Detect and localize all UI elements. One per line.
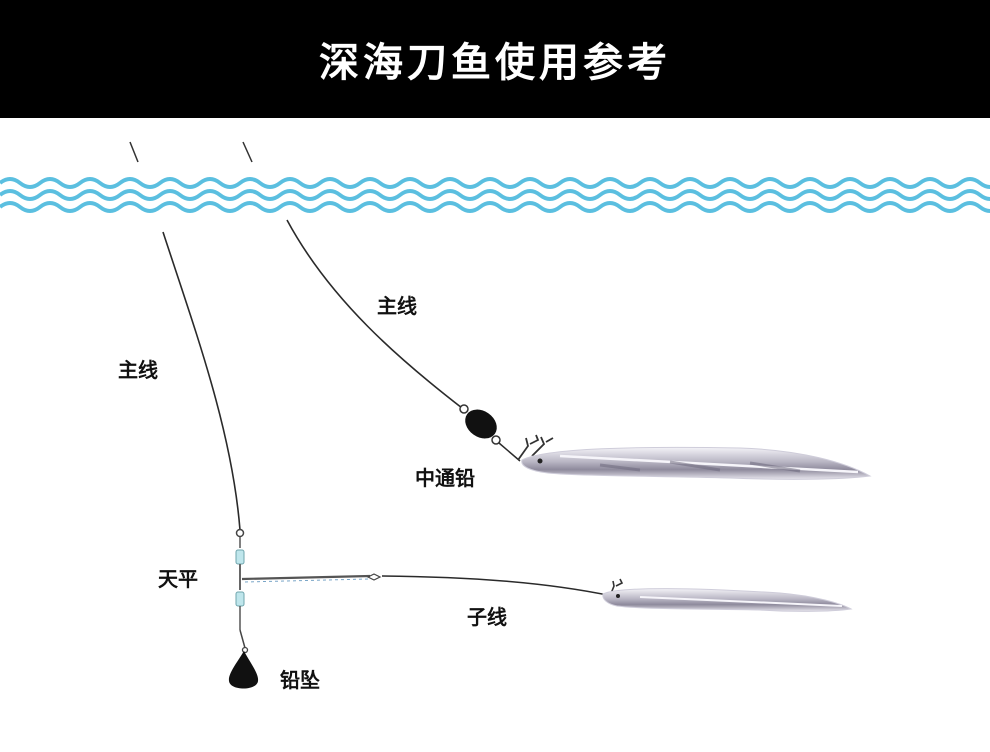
sliding-sinker-body [465, 409, 497, 439]
wave-top [0, 177, 990, 189]
sliding-sinker-ring-top [459, 404, 469, 414]
label-main-line-right: 主线 [377, 294, 417, 318]
sliding-sinker [459, 404, 521, 462]
sliding-sinker-ring-bottom [491, 435, 501, 445]
bead-lower [235, 591, 245, 607]
leader-line [381, 575, 613, 597]
swivel-top [235, 528, 245, 538]
lure-eye-lower [616, 594, 620, 598]
line-above-water-left [129, 141, 139, 163]
hook-upper-1 [517, 434, 540, 461]
water-waves [0, 177, 990, 213]
balance-rig [235, 528, 382, 654]
label-sliding-sinker: 中通铅 [415, 466, 475, 490]
main-line-right [286, 219, 463, 409]
wave-bottom [0, 201, 990, 213]
lure-eye-upper [537, 458, 543, 464]
lure-upper [517, 434, 872, 480]
arm-swivel [366, 573, 382, 581]
sinker-weight [228, 651, 259, 689]
label-main-line-left: 主线 [118, 358, 158, 382]
swivel-bottom [241, 646, 249, 654]
label-sinker: 铅坠 [280, 668, 320, 692]
page-title: 深海刀鱼使用参考 [319, 40, 671, 86]
hook-upper-2 [531, 436, 554, 457]
bead-upper [235, 549, 245, 565]
wave-middle [0, 189, 990, 201]
lure-lower [602, 578, 853, 612]
header-bar: 深海刀鱼使用参考 [0, 0, 990, 118]
label-balance: 天平 [158, 567, 198, 591]
line-above-water-right [242, 141, 253, 163]
main-line-left [162, 231, 241, 531]
label-leader: 子线 [467, 605, 507, 629]
balance-arm [241, 574, 371, 581]
